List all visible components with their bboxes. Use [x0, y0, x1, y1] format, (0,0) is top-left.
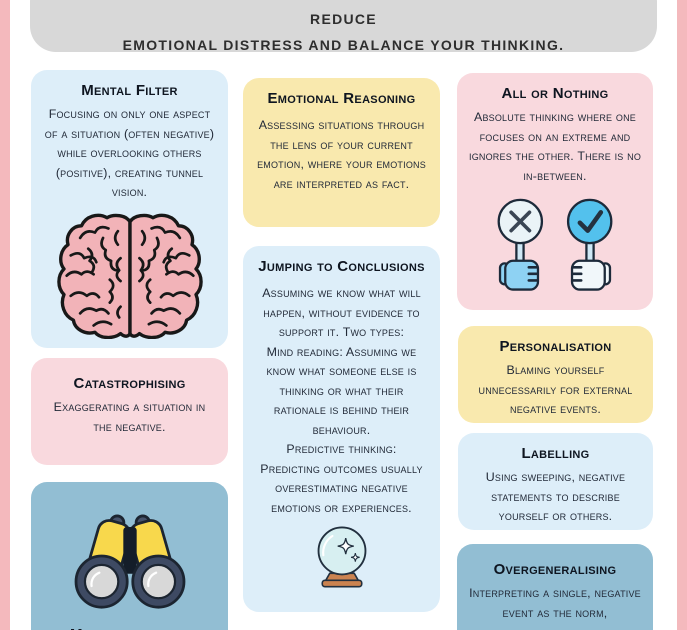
card-body: Focusing on only one aspect of a situati…	[44, 107, 215, 199]
header-title-line2: EMOTIONAL DISTRESS AND BALANCE YOUR THIN…	[122, 37, 565, 53]
card-title: Magnification and	[43, 626, 216, 630]
x-sign-hand-icon	[497, 198, 544, 291]
card-body: Using sweeping, negative statements to d…	[485, 470, 626, 523]
binoculars-icon	[43, 508, 216, 614]
page-border-left	[0, 0, 10, 630]
check-sign-hand-icon	[566, 198, 613, 291]
card-body-predictive: Predictive thinking: Predicting outcomes…	[260, 442, 423, 515]
card-body-intro: Assuming we know what will happen, witho…	[262, 286, 421, 339]
brain-icon	[43, 211, 216, 339]
card-body: Blaming yourself unnecessarily for exter…	[478, 363, 633, 416]
card-title: Labelling	[521, 445, 590, 462]
card-body: Absolute thinking where one focuses on a…	[469, 110, 642, 183]
card-title: All or Nothing	[501, 85, 609, 102]
card-all-or-nothing: All or Nothing Absolute thinking where o…	[457, 73, 653, 310]
card-title: Mental Filter	[81, 82, 178, 99]
card-title: Emotional Reasoning	[267, 90, 416, 107]
card-magnification: Magnification and	[31, 482, 228, 630]
card-mental-filter: Mental Filter Focusing on only one aspec…	[31, 70, 228, 348]
card-title: Jumping to Conclusions	[258, 258, 425, 275]
card-title: Personalisation	[499, 338, 612, 355]
card-overgeneralising: Overgeneralising Interpreting a single, …	[457, 544, 653, 630]
card-catastrophising: Catastrophising Exaggerating a situation…	[31, 358, 228, 465]
card-body-mind-reading: Mind reading: Assuming we know what some…	[266, 344, 417, 437]
card-body: Assessing situations through the lens of…	[257, 118, 426, 191]
crystal-ball-icon	[255, 520, 428, 592]
card-emotional-reasoning: Emotional Reasoning Assessing situations…	[243, 78, 440, 227]
card-labelling: Labelling Using sweeping, negative state…	[458, 433, 653, 530]
card-personalisation: Personalisation Blaming yourself unneces…	[458, 326, 653, 423]
card-title: Catastrophising	[73, 375, 186, 392]
card-jumping-to-conclusions: Jumping to Conclusions Assuming we know …	[243, 246, 440, 612]
page-border-right	[677, 0, 687, 630]
card-body: Interpreting a single, negative event as…	[469, 586, 641, 620]
card-title: Overgeneralising	[493, 561, 617, 578]
header-banner: UNCOVERING HABITUATED/UNCONSCIOUS THINKI…	[30, 0, 657, 53]
card-body: Exaggerating a situation in the negative…	[53, 400, 206, 434]
x-and-check-sign-icons	[469, 194, 641, 302]
header-title-line1: UNCOVERING HABITUATED/UNCONSCIOUS THINKI…	[62, 0, 624, 27]
